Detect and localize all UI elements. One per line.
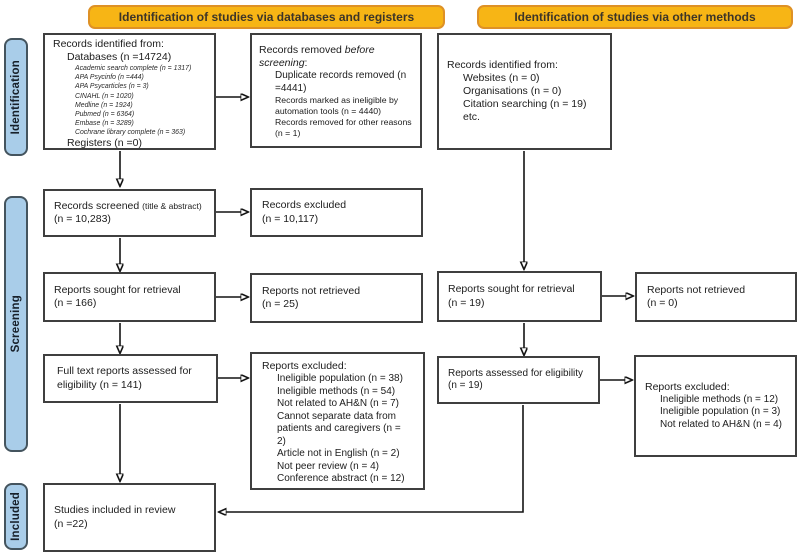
- removed-duplicates: Duplicate records removed (n =4441): [275, 70, 407, 94]
- box-reports-assessed-other: Reports assessed for eligibility (n = 19…: [437, 356, 600, 404]
- excluded-not-related: Not related to AH&N (n = 7): [277, 398, 400, 410]
- excluded-cannot-separate: Cannot separate data from patients and c…: [277, 410, 401, 447]
- source-medline: Medline (n = 1924): [75, 101, 133, 109]
- box-records-identified-other: Records identified from: Websites (n = 0…: [437, 33, 612, 150]
- stage-included: Included: [4, 483, 28, 550]
- source-pubmed: Pubmed (n = 6364): [75, 110, 135, 118]
- other-websites: Websites (n = 0): [463, 71, 540, 84]
- reports-sought-db-count: (n = 166): [54, 297, 97, 309]
- excluded-not-english: Article not in English (n = 2): [277, 448, 400, 460]
- source-cinahl: CINAHL (n = 1020): [75, 92, 134, 100]
- reports-sought-other-label: Reports sought for retrieval: [448, 283, 575, 296]
- excluded-not-peer-review: Not peer review (n = 4): [277, 460, 379, 472]
- box-records-identified-databases: Records identified from: Databases (n =1…: [43, 33, 216, 150]
- source-cochrane: Cochrane library complete (n = 363): [75, 129, 186, 137]
- records-removed-title: Records removed before screening:: [259, 44, 375, 70]
- other-organisations: Organisations (n = 0): [463, 84, 562, 97]
- reports-not-retrieved-db-label: Reports not retrieved: [262, 284, 361, 297]
- reports-assessed-other-count: (n = 19): [448, 380, 483, 391]
- records-screened-count: (n = 10,283): [54, 213, 111, 225]
- reports-sought-db-label: Reports sought for retrieval: [54, 283, 181, 296]
- box-reports-excluded-other: Reports excluded: Ineligible methods (n …: [634, 355, 797, 457]
- other-citation-searching: Citation searching (n = 19): [463, 98, 587, 111]
- reports-sought-other-count: (n = 19): [448, 296, 485, 309]
- stage-identification: Identification: [4, 38, 28, 156]
- box-reports-excluded-databases: Reports excluded: Ineligible population …: [250, 352, 425, 490]
- records-identified-title: Records identified from:: [53, 38, 164, 50]
- excluded-population: Ineligible population (n = 38): [277, 373, 403, 385]
- other-excluded-population: Ineligible population (n = 3): [660, 406, 781, 418]
- stage-screening-label: Screening: [10, 295, 22, 353]
- box-studies-included: Studies included in review (n =22): [43, 483, 216, 552]
- reports-not-retrieved-other-count: (n = 0): [647, 297, 678, 309]
- box-records-removed: Records removed before screening: Duplic…: [250, 33, 422, 148]
- banner-other-label: Identification of studies via other meth…: [514, 10, 756, 24]
- source-embase: Embase (n = 3289): [75, 119, 134, 127]
- removed-other: Records removed for other reasons (n = 1…: [275, 117, 412, 138]
- banner-databases-label: Identification of studies via databases …: [118, 10, 415, 24]
- removed-automation: Records marked as ineligible by automati…: [275, 95, 399, 117]
- box-reports-not-retrieved-other: Reports not retrieved (n = 0): [635, 272, 797, 322]
- other-etc: etc.: [463, 111, 480, 124]
- records-screened-line: Records screened (title & abstract): [54, 199, 202, 212]
- box-records-screened: Records screened (title & abstract) (n =…: [43, 189, 216, 237]
- other-excluded-methods: Ineligible methods (n = 12): [660, 393, 779, 405]
- source-psycarticles: APA Psycarticles (n = 3): [75, 83, 149, 91]
- banner-other-methods: Identification of studies via other meth…: [477, 5, 793, 29]
- source-academic: Academic search complete (n = 1317): [75, 65, 192, 73]
- excluded-conference-abstract: Conference abstract (n = 12): [277, 473, 405, 485]
- banner-databases-registers: Identification of studies via databases …: [88, 5, 445, 29]
- reports-not-retrieved-other-label: Reports not retrieved: [647, 283, 746, 296]
- records-excluded-count: (n = 10,117): [262, 212, 319, 225]
- reports-excluded-other-title: Reports excluded:: [645, 380, 730, 393]
- box-reports-sought-other: Reports sought for retrieval (n = 19): [437, 271, 602, 322]
- records-identified-registers: Registers (n =0): [67, 137, 142, 150]
- source-psycinfo: APA Psycinfo (n =444): [75, 74, 144, 82]
- studies-included-label: Studies included in review: [54, 504, 176, 517]
- excluded-methods: Ineligible methods (n = 54): [277, 385, 396, 397]
- other-excluded-not-related: Not related to AH&N (n = 4): [660, 418, 783, 430]
- records-identified-databases: Databases (n =14724): [67, 51, 172, 64]
- reports-not-retrieved-db-count: (n = 25): [262, 298, 299, 310]
- box-reports-not-retrieved-databases: Reports not retrieved (n = 25): [250, 273, 423, 323]
- records-identified-other-title: Records identified from:: [447, 58, 558, 71]
- box-records-excluded: Records excluded (n = 10,117): [250, 188, 423, 237]
- records-excluded-label: Records excluded: [262, 199, 347, 212]
- stage-included-label: Included: [10, 492, 22, 541]
- reports-excluded-db-title: Reports excluded:: [262, 360, 347, 372]
- fulltext-assessed-label: Full text reports assessed for eligibili…: [57, 365, 192, 391]
- stage-screening: Screening: [4, 196, 28, 452]
- box-reports-sought-databases: Reports sought for retrieval (n = 166): [43, 272, 216, 322]
- stage-identification-label: Identification: [10, 59, 22, 135]
- box-fulltext-assessed: Full text reports assessed for eligibili…: [43, 354, 218, 403]
- reports-assessed-other-label: Reports assessed for eligibility: [448, 367, 584, 379]
- studies-included-count: (n =22): [54, 517, 88, 530]
